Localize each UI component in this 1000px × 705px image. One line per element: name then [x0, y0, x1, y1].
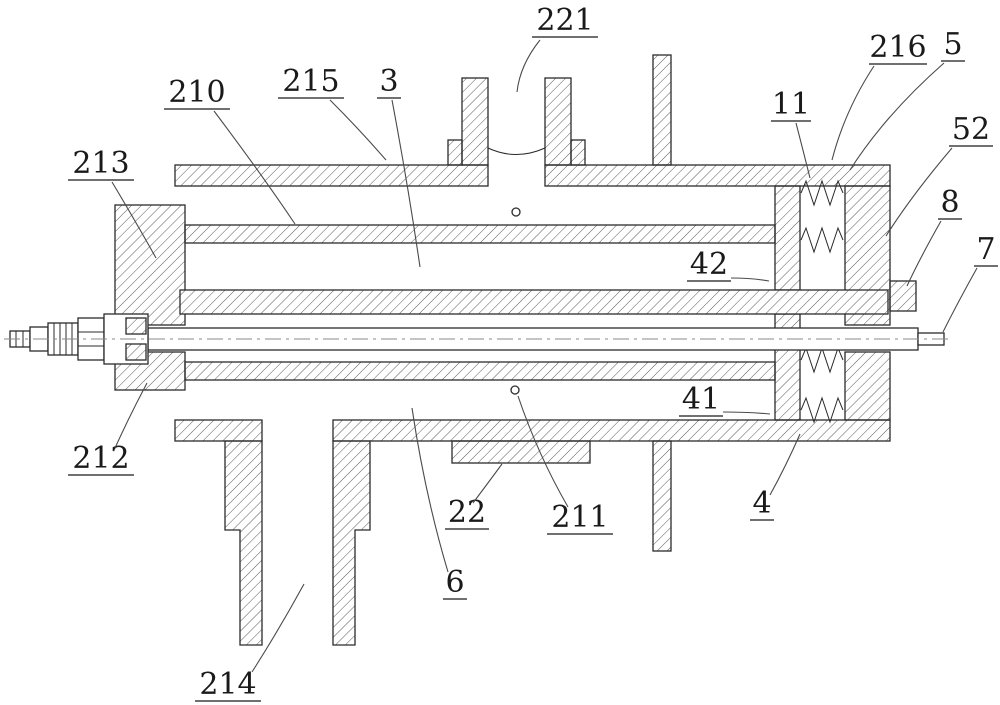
leader-line [251, 583, 305, 673]
label-41: 41 [679, 382, 771, 417]
leader-line [795, 122, 811, 179]
ref-number: 211 [551, 500, 608, 535]
leader-line [516, 39, 541, 93]
label-221: 221 [516, 3, 598, 93]
ref-number: 5 [943, 27, 962, 62]
ref-number: 11 [772, 87, 810, 122]
flange-plate-upper [652, 54, 672, 166]
ref-number: 212 [72, 441, 129, 476]
leader-line [111, 181, 157, 259]
leader-line [114, 382, 148, 449]
leader-line [906, 220, 942, 287]
ref-number: 7 [976, 232, 995, 267]
label-213: 213 [68, 146, 157, 259]
inner-tube-top-wall [184, 224, 776, 244]
label-11: 11 [771, 87, 811, 179]
ref-number: 6 [445, 565, 464, 600]
bottom-port-right-wall [332, 440, 371, 646]
labels: 221 216 5 11 52 8 [68, 3, 998, 702]
bottom-flange [451, 440, 591, 464]
leader-line [411, 407, 449, 573]
label-212: 212 [68, 382, 148, 476]
right-end-cap-lower [844, 351, 891, 421]
inner-tube-bottom-wall [184, 361, 776, 381]
inner-tube [184, 224, 776, 381]
label-5: 5 [849, 27, 965, 171]
ref-number: 3 [379, 64, 398, 99]
leader-line [831, 65, 875, 161]
ref-number: 221 [536, 3, 593, 38]
leader-line [517, 395, 569, 508]
top-port [447, 77, 586, 166]
label-216: 216 [831, 30, 927, 161]
casing-top-wall-left [174, 164, 489, 187]
casing-top-wall-right [544, 164, 891, 187]
leader-line [329, 99, 387, 161]
spring-2 [800, 226, 844, 254]
ref-number: 216 [869, 30, 926, 65]
top-port-flange-right [570, 139, 586, 166]
left-end-cap-upper [114, 204, 186, 326]
label-42: 42 [687, 247, 770, 282]
spring-3 [800, 346, 844, 374]
casing-bottom-wall-left [174, 419, 263, 442]
ref-number: 215 [282, 64, 339, 99]
top-port-flange-left [447, 139, 463, 166]
ref-number: 41 [682, 382, 720, 417]
spring-1 [800, 179, 844, 207]
label-215: 215 [278, 64, 387, 161]
top-port-left-wall [461, 77, 489, 166]
plug-body-hatch-upper [125, 317, 147, 335]
leader-line [730, 277, 770, 282]
leader-line [769, 433, 801, 496]
label-3: 3 [377, 64, 421, 268]
leader-line [885, 147, 953, 237]
ref-number: 210 [168, 75, 225, 110]
plug-body-hatch-lower [125, 343, 147, 361]
leader-line [722, 411, 771, 415]
label-22: 22 [445, 463, 503, 530]
label-7: 7 [942, 232, 998, 333]
bottom-port [224, 440, 371, 646]
ref-number: 214 [199, 667, 256, 702]
casing-bottom-wall-right [332, 419, 891, 442]
label-210: 210 [164, 75, 296, 225]
central-rod [179, 289, 889, 315]
label-214: 214 [195, 583, 305, 702]
ref-number: 8 [940, 185, 959, 220]
partition-upper [774, 185, 801, 291]
flange-plate-lower [652, 440, 672, 552]
vent-hole-lower [510, 385, 520, 395]
leader-line [472, 463, 503, 504]
ref-number: 213 [72, 146, 129, 181]
leader-line [213, 110, 296, 225]
bottom-port-left-wall [224, 440, 263, 646]
top-port-right-wall [544, 77, 572, 166]
label-6: 6 [411, 407, 467, 600]
label-52: 52 [885, 112, 993, 237]
label-8: 8 [906, 185, 962, 287]
right-side-block [889, 280, 917, 312]
vent-hole-upper [511, 207, 521, 217]
leader-line [942, 267, 978, 333]
ref-number: 52 [952, 112, 990, 147]
leader-line [849, 62, 945, 171]
top-port-bore-arc [487, 147, 546, 155]
ref-number: 22 [448, 495, 486, 530]
ref-number: 4 [752, 486, 771, 521]
label-211: 211 [517, 395, 613, 535]
ref-number: 42 [690, 247, 728, 282]
leader-line [391, 99, 421, 268]
spring-4 [800, 396, 844, 424]
label-4: 4 [750, 433, 801, 521]
central-rod-body [179, 289, 889, 315]
mounting-flange-plate [652, 54, 672, 552]
